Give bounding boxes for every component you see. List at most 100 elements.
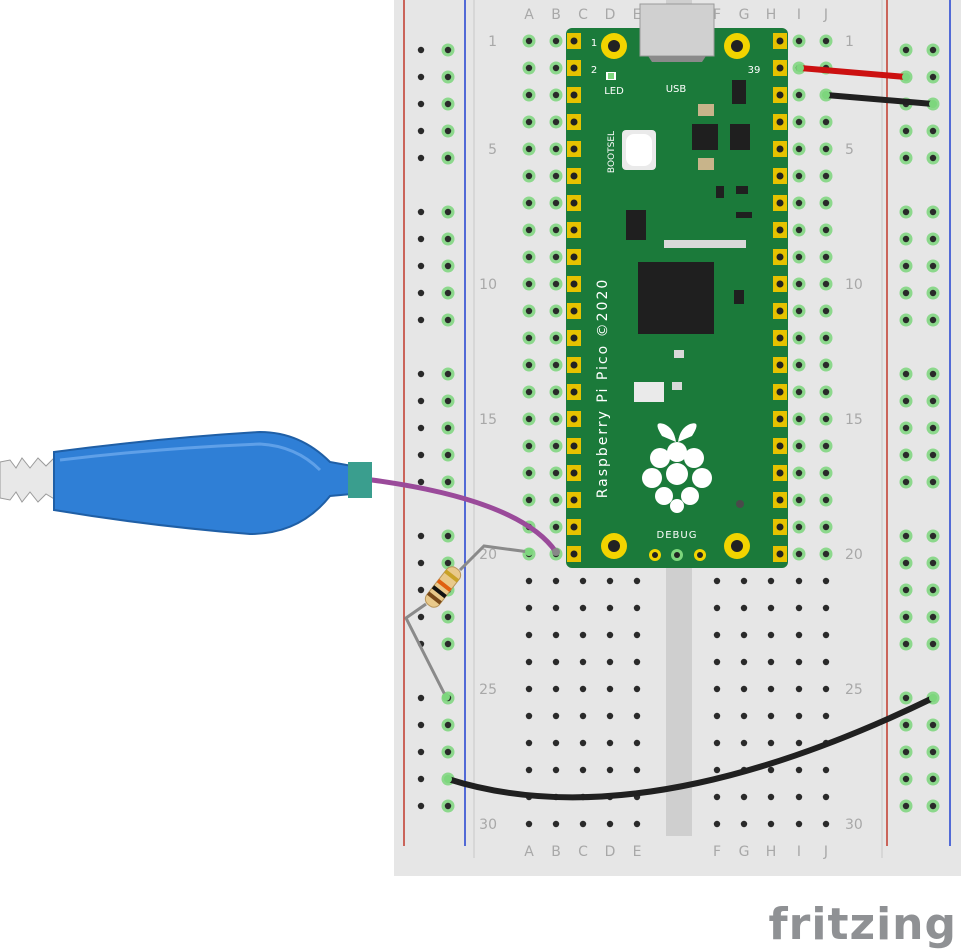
breadboard-hole[interactable] [522, 358, 536, 372]
pico-pin[interactable] [773, 330, 787, 346]
breadboard-hole[interactable] [819, 493, 833, 507]
pico-pin[interactable] [567, 546, 581, 562]
breadboard-hole[interactable] [579, 685, 587, 693]
breadboard-hole[interactable] [767, 577, 775, 585]
breadboard-hole[interactable] [819, 169, 833, 183]
breadboard-hole[interactable] [579, 739, 587, 747]
pico-pin[interactable] [773, 60, 787, 76]
breadboard-hole[interactable] [633, 577, 641, 585]
rail-hole[interactable] [926, 529, 940, 543]
rail-hole[interactable] [417, 532, 425, 540]
breadboard-hole[interactable] [633, 604, 641, 612]
breadboard-hole[interactable] [522, 61, 536, 75]
breadboard-hole[interactable] [792, 142, 806, 156]
rail-hole[interactable] [899, 556, 913, 570]
rail-hole[interactable] [926, 772, 940, 786]
breadboard-hole[interactable] [522, 385, 536, 399]
breadboard-hole[interactable] [713, 712, 721, 720]
breadboard-hole[interactable] [549, 493, 563, 507]
pico-pin[interactable] [773, 303, 787, 319]
breadboard-hole[interactable] [633, 712, 641, 720]
breadboard-hole[interactable] [552, 658, 560, 666]
rail-hole[interactable] [926, 745, 940, 759]
pico-pin[interactable] [567, 195, 581, 211]
breadboard-hole[interactable] [819, 412, 833, 426]
breadboard-hole[interactable] [740, 685, 748, 693]
breadboard-hole[interactable] [579, 577, 587, 585]
breadboard-hole[interactable] [522, 250, 536, 264]
rail-hole[interactable] [417, 370, 425, 378]
breadboard-hole[interactable] [819, 223, 833, 237]
breadboard-hole[interactable] [579, 712, 587, 720]
breadboard-hole[interactable] [579, 604, 587, 612]
breadboard-hole[interactable] [552, 577, 560, 585]
breadboard-hole[interactable] [549, 223, 563, 237]
breadboard-hole[interactable] [522, 304, 536, 318]
breadboard-hole[interactable] [633, 658, 641, 666]
rail-hole[interactable] [899, 745, 913, 759]
breadboard-hole[interactable] [795, 577, 803, 585]
rail-hole[interactable] [417, 802, 425, 810]
breadboard-hole[interactable] [713, 658, 721, 666]
pico-pin[interactable] [567, 357, 581, 373]
pico-pin[interactable] [773, 465, 787, 481]
pico-pin[interactable] [567, 276, 581, 292]
rail-hole[interactable] [926, 421, 940, 435]
breadboard-hole[interactable] [549, 304, 563, 318]
rail-hole[interactable] [417, 424, 425, 432]
breadboard-hole[interactable] [740, 820, 748, 828]
breadboard-hole[interactable] [767, 712, 775, 720]
rail-hole[interactable] [441, 394, 455, 408]
black-wire-top[interactable] [823, 92, 936, 107]
rail-hole[interactable] [899, 313, 913, 327]
breadboard-hole[interactable] [819, 466, 833, 480]
rail-hole[interactable] [417, 154, 425, 162]
rail-hole[interactable] [899, 124, 913, 138]
rail-hole[interactable] [926, 799, 940, 813]
breadboard-hole[interactable] [633, 631, 641, 639]
pico-pin[interactable] [773, 276, 787, 292]
breadboard-hole[interactable] [525, 604, 533, 612]
rail-hole[interactable] [899, 475, 913, 489]
rail-hole[interactable] [926, 367, 940, 381]
breadboard-hole[interactable] [549, 358, 563, 372]
breadboard-hole[interactable] [633, 685, 641, 693]
rail-hole[interactable] [441, 637, 455, 651]
rail-hole[interactable] [926, 259, 940, 273]
alligator-clip[interactable] [0, 430, 372, 536]
breadboard-hole[interactable] [525, 820, 533, 828]
breadboard-hole[interactable] [522, 493, 536, 507]
breadboard-hole[interactable] [795, 685, 803, 693]
breadboard-hole[interactable] [819, 34, 833, 48]
breadboard-hole[interactable] [713, 577, 721, 585]
breadboard-hole[interactable] [822, 766, 830, 774]
pico-pin[interactable] [567, 141, 581, 157]
rail-hole[interactable] [899, 529, 913, 543]
breadboard-hole[interactable] [795, 766, 803, 774]
breadboard-hole[interactable] [713, 820, 721, 828]
breadboard-hole[interactable] [792, 331, 806, 345]
breadboard-hole[interactable] [522, 88, 536, 102]
rail-hole[interactable] [899, 583, 913, 597]
rail-hole[interactable] [417, 46, 425, 54]
rail-hole[interactable] [417, 127, 425, 135]
breadboard-hole[interactable] [740, 631, 748, 639]
breadboard-hole[interactable] [795, 658, 803, 666]
breadboard-hole[interactable] [549, 412, 563, 426]
breadboard-hole[interactable] [522, 412, 536, 426]
breadboard-hole[interactable] [525, 631, 533, 639]
breadboard-hole[interactable] [819, 115, 833, 129]
breadboard-hole[interactable] [819, 385, 833, 399]
breadboard-hole[interactable] [792, 115, 806, 129]
breadboard-hole[interactable] [549, 466, 563, 480]
rail-hole[interactable] [417, 397, 425, 405]
breadboard-hole[interactable] [549, 169, 563, 183]
breadboard-hole[interactable] [792, 277, 806, 291]
pico-pin[interactable] [773, 357, 787, 373]
breadboard-hole[interactable] [549, 250, 563, 264]
rail-hole[interactable] [899, 799, 913, 813]
pico-pin[interactable] [567, 330, 581, 346]
rail-hole[interactable] [899, 448, 913, 462]
pico-pin[interactable] [773, 141, 787, 157]
breadboard-hole[interactable] [606, 631, 614, 639]
